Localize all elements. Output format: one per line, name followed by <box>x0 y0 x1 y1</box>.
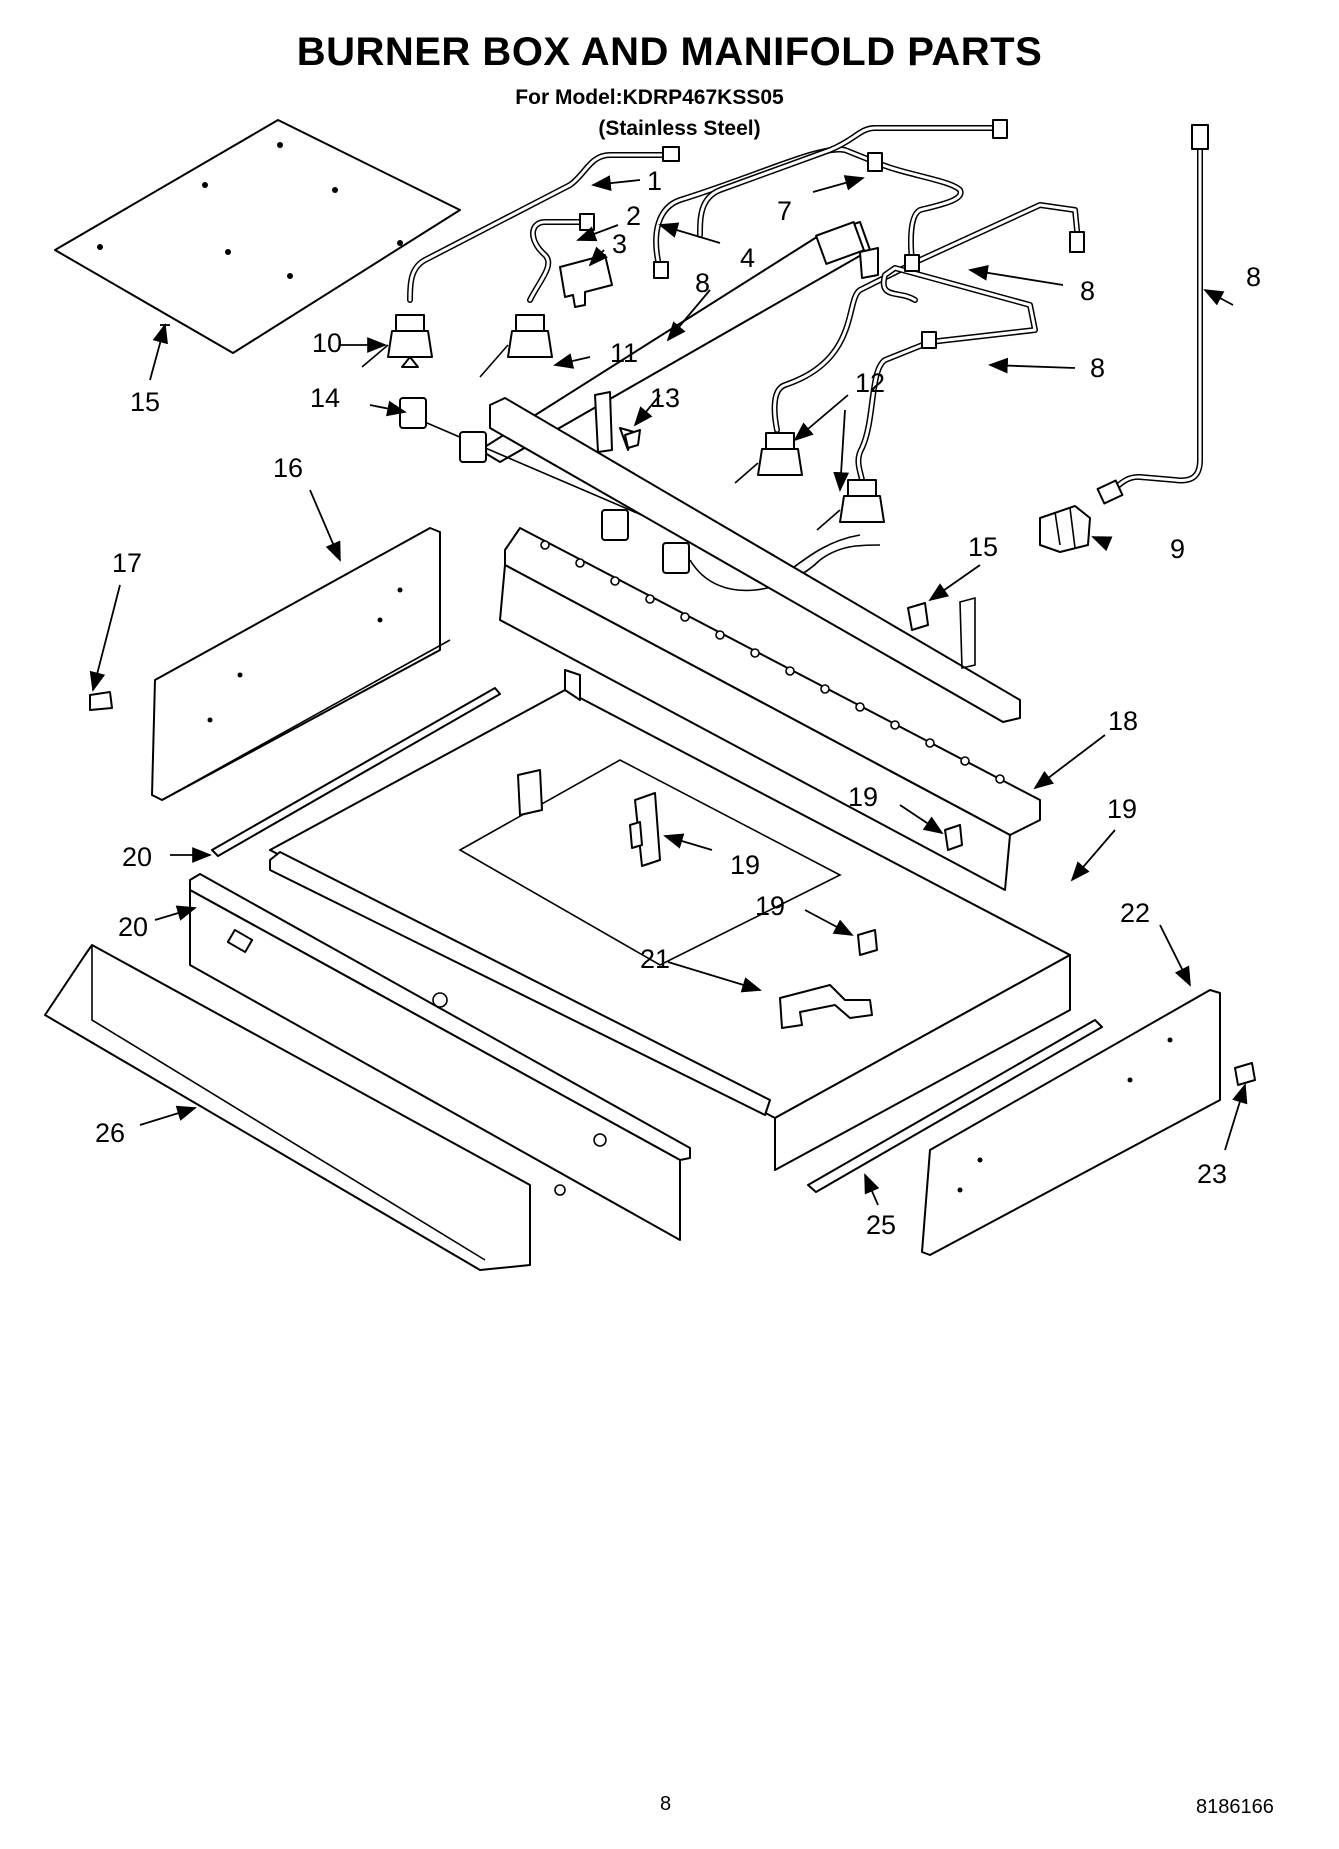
part-trim-strips <box>211 687 1103 1193</box>
part-front-rail <box>189 851 771 1241</box>
callout-14: 7 <box>777 196 792 226</box>
callout-7: 8 <box>695 268 710 298</box>
part-lower-panel <box>44 944 531 1271</box>
callout-19-a: 17 <box>112 548 142 578</box>
callout-15-a: 16 <box>273 453 303 483</box>
part-burner-rail <box>489 397 1021 723</box>
callout-25: 19 <box>730 850 760 880</box>
callout-labels: 1 2 3 4 7 8 8 8 8 9 10 11 12 13 14 15 15… <box>95 166 1261 1240</box>
part-orifice <box>907 602 929 631</box>
part-bracket-small <box>559 254 613 308</box>
callout-2: 8 <box>1080 276 1095 306</box>
callout-8-c: 12 <box>855 368 885 398</box>
callout-20-a: 20 <box>122 842 152 872</box>
callout-16: 18 <box>1108 706 1138 736</box>
callout-8-a: 10 <box>312 328 342 358</box>
part-screws <box>89 429 1256 1086</box>
callout-12: 19 <box>1107 794 1137 824</box>
callout-19-d: 23 <box>1197 1159 1227 1189</box>
callout-23: 15 <box>968 532 998 562</box>
callout-17: 20 <box>118 912 148 942</box>
part-bracket <box>779 984 873 1029</box>
callout-21: 8 <box>1246 262 1261 292</box>
part-supply-tube <box>1107 124 1209 495</box>
part-side-panel-left <box>151 527 451 801</box>
part-pressure-regulator <box>1039 479 1124 553</box>
callout-1: 8 <box>1090 353 1105 383</box>
leader-lines <box>89 175 1248 1206</box>
callout-18: 21 <box>640 944 670 974</box>
page-number: 8 <box>660 1793 672 1815</box>
model-line: For Model:KDRP467KSS05 <box>515 86 784 109</box>
callout-15-b: 22 <box>1120 898 1150 928</box>
callout-20-b: 25 <box>866 1210 896 1240</box>
callout-19-c: 19 <box>755 891 785 921</box>
callout-13: 15 <box>130 387 160 417</box>
callout-26: 26 <box>95 1118 125 1148</box>
part-side-panel-right <box>921 989 1221 1256</box>
callout-10: 14 <box>310 383 340 413</box>
callout-27: 4 <box>740 243 755 273</box>
part-gas-tubes <box>407 119 1085 483</box>
callout-3: 2 <box>626 201 641 231</box>
page-title: BURNER BOX AND MANIFOLD PARTS <box>296 30 1043 74</box>
part-burner-valves <box>361 314 885 531</box>
callout-11: 9 <box>1170 534 1185 564</box>
part-manifold-pipe <box>479 221 879 463</box>
callout-9: 13 <box>650 383 680 413</box>
callout-4: 1 <box>647 166 662 196</box>
callout-19-b: 19 <box>848 782 878 812</box>
part-burner-box <box>499 527 1041 891</box>
part-cover-plate <box>54 119 461 354</box>
document-number: 8186166 <box>1196 1796 1274 1818</box>
callout-8-b: 11 <box>610 338 638 368</box>
part-switch <box>629 792 661 867</box>
finish-line: (Stainless Steel) <box>598 117 761 140</box>
callout-22: 3 <box>612 229 627 259</box>
